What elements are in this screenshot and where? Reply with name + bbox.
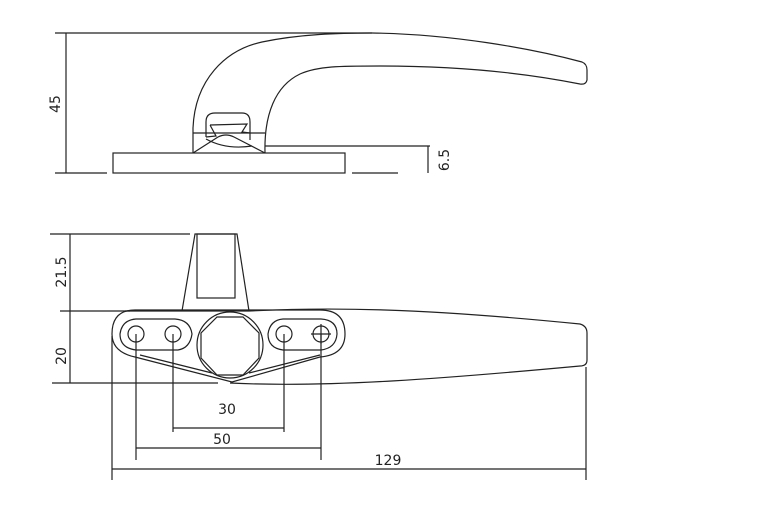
base-thickness-dimension: 6.5 [265,145,453,173]
inner-hole-spacing-dimension: 30 [172,334,285,432]
spindle-hole [196,311,264,379]
base-thickness-label: 6.5 [437,149,453,171]
stem [181,233,250,312]
width-dimension: 20 [52,310,218,384]
spindle-knob [205,112,251,140]
length-label: 129 [375,453,402,469]
inner-hole-spacing-label: 30 [218,402,236,418]
width-label: 20 [54,347,70,365]
mounting-plate [111,309,346,383]
base-plate [112,152,346,174]
outer-hole-spacing-label: 50 [213,432,231,448]
side-view: 45 6.5 [48,32,588,174]
height-dimension: 45 [48,32,372,174]
stem-height-label: 21.5 [54,256,70,287]
handle-lever-bottom [125,308,588,385]
length-dimension: 129 [111,336,587,480]
stem-height-dimension: 21.5 [50,233,190,311]
bottom-view: 21.5 20 30 50 [50,233,588,480]
height-label: 45 [48,95,64,113]
outer-hole-spacing-dimension: 50 [135,334,322,460]
handle-lever-side [192,32,588,154]
